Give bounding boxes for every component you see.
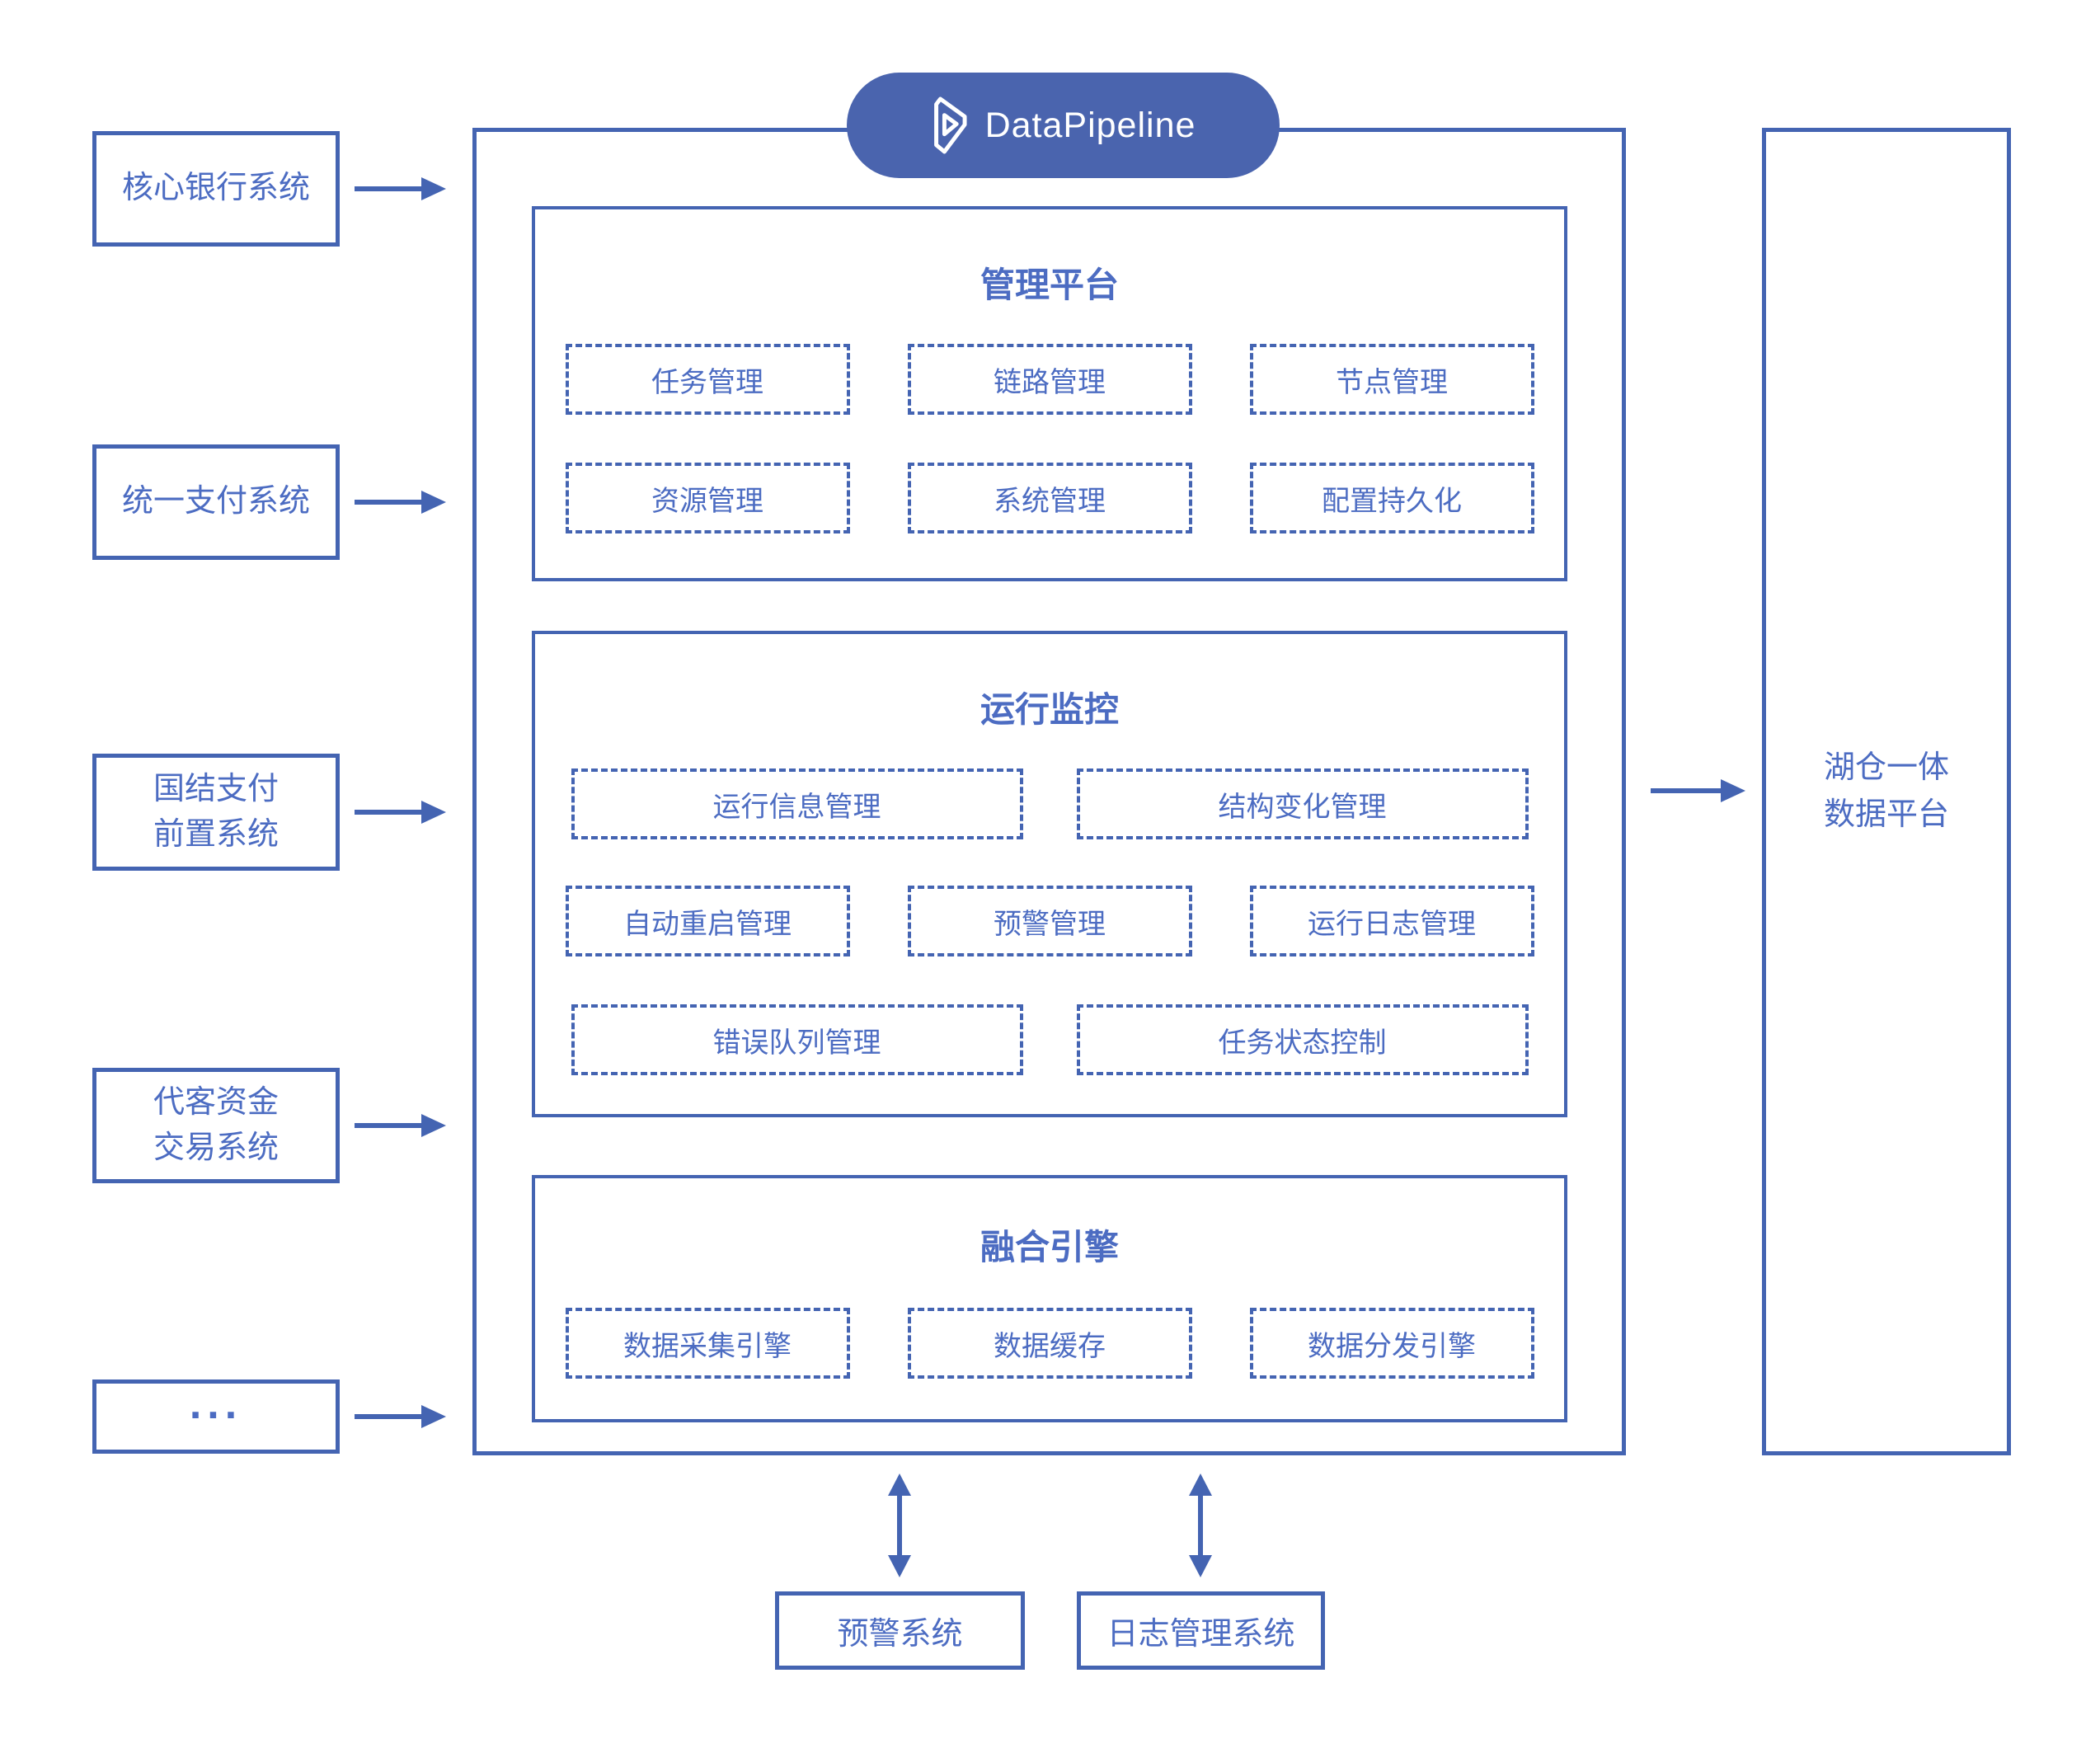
module-row: 任务管理 链路管理 节点管理: [565, 344, 1534, 415]
arrow-platform-to-lakehouse: [1651, 779, 1745, 802]
datapipeline-logo-pill: DataPipeline: [847, 73, 1280, 178]
source-label: 核心银行系统: [121, 171, 310, 206]
ellipsis-label: ...: [189, 1380, 243, 1429]
module-data-cache: 数据缓存: [907, 1308, 1192, 1379]
module-link-management: 链路管理: [907, 344, 1192, 415]
module-row: 错误队列管理 任务状态控制: [571, 1004, 1529, 1075]
module-data-collection-engine: 数据采集引擎: [565, 1308, 850, 1379]
source-box-more-systems: ...: [92, 1379, 340, 1454]
module-row: 资源管理 系统管理 配置持久化: [565, 463, 1534, 533]
section-title: 融合引擎: [980, 1228, 1119, 1267]
source-label-line: 国结支付: [153, 771, 279, 806]
destination-label-line: 湖仓一体: [1823, 750, 1949, 785]
module-row: 自动重启管理 预警管理 运行日志管理: [565, 886, 1534, 956]
source-box-unified-payment-system: 统一支付系统: [92, 444, 340, 560]
module-node-management: 节点管理: [1249, 344, 1534, 415]
section-run-monitoring: 运行监控 运行信息管理 结构变化管理 自动重启管理 预警管理 运行日志管理 错误…: [532, 631, 1567, 1117]
module-row: 数据采集引擎 数据缓存 数据分发引擎: [565, 1308, 1534, 1379]
arrow-unified-payment-to-platform: [355, 491, 446, 514]
arrow-more-systems-to-platform: [355, 1405, 446, 1428]
arrow-settlement-front-to-platform: [355, 801, 446, 824]
module-config-persistence: 配置持久化: [1249, 463, 1534, 533]
module-auto-restart-management: 自动重启管理: [565, 886, 850, 956]
bottom-box-log-management-system: 日志管理系统: [1077, 1591, 1325, 1670]
module-run-info-management: 运行信息管理: [571, 768, 1023, 839]
arrow-platform-alert-system: [888, 1473, 911, 1577]
logo-text: DataPipeline: [984, 105, 1196, 145]
module-system-management: 系统管理: [907, 463, 1192, 533]
source-box-international-settlement-payment-front-system: 国结支付 前置系统: [92, 754, 340, 871]
module-task-status-control: 任务状态控制: [1076, 1004, 1529, 1075]
destination-box-lakehouse-data-platform: 湖仓一体 数据平台: [1762, 128, 2011, 1455]
source-box-core-banking-system: 核心银行系统: [92, 131, 340, 247]
bottom-system-label: 预警系统: [837, 1617, 963, 1652]
arrow-core-banking-to-platform: [355, 177, 446, 200]
bottom-system-label: 日志管理系统: [1106, 1617, 1295, 1652]
module-alert-management: 预警管理: [907, 886, 1192, 956]
source-label-line: 交易系统: [153, 1130, 279, 1165]
module-run-log-management: 运行日志管理: [1249, 886, 1534, 956]
module-task-management: 任务管理: [565, 344, 850, 415]
destination-label-line: 数据平台: [1823, 797, 1949, 832]
datapipeline-prism-icon: [933, 96, 967, 154]
module-resource-management: 资源管理: [565, 463, 850, 533]
arrow-platform-log-system: [1189, 1473, 1212, 1577]
source-label-line: 代客资金: [153, 1084, 279, 1120]
bottom-box-alert-system: 预警系统: [775, 1591, 1025, 1670]
section-management-platform: 管理平台 任务管理 链路管理 节点管理 资源管理 系统管理 配置持久化: [532, 206, 1567, 581]
source-label-line: 前置系统: [153, 817, 279, 852]
source-box-customer-funds-trading-system: 代客资金 交易系统: [92, 1068, 340, 1183]
datapipeline-platform-container: 管理平台 任务管理 链路管理 节点管理 资源管理 系统管理 配置持久化 运行监控…: [472, 128, 1626, 1455]
module-data-distribution-engine: 数据分发引擎: [1249, 1308, 1534, 1379]
source-label: 统一支付系统: [121, 484, 310, 519]
module-row: 运行信息管理 结构变化管理: [571, 768, 1529, 839]
module-error-queue-management: 错误队列管理: [571, 1004, 1023, 1075]
arrow-customer-funds-to-platform: [355, 1114, 446, 1137]
section-title: 管理平台: [980, 266, 1119, 304]
section-fusion-engine: 融合引擎 数据采集引擎 数据缓存 数据分发引擎: [532, 1175, 1567, 1422]
section-title: 运行监控: [980, 690, 1119, 729]
module-schema-change-management: 结构变化管理: [1076, 768, 1529, 839]
